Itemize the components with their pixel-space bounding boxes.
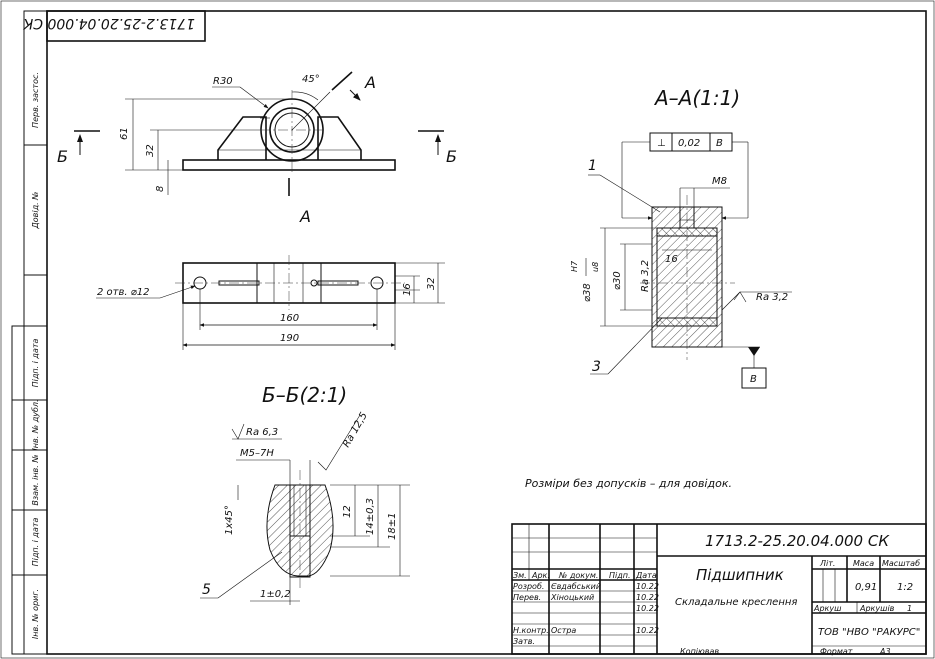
general-note: Розміри без допусків – для довідок. (525, 477, 732, 490)
tolerance-value: 0,02 (678, 138, 700, 149)
angle-label: 45° (302, 74, 320, 85)
scale-label: Масштаб (882, 559, 920, 568)
plan-view: 2 отв. ⌀12 160 190 16 32 (96, 255, 445, 350)
row-date-2: 10.22 (636, 604, 659, 613)
organization: ТОВ "НВО "РАКУРС" (818, 627, 920, 638)
lit-label: Літ. (819, 559, 835, 568)
leader-3: 3 (592, 359, 601, 375)
sheet-label: Аркуш (813, 604, 842, 613)
fit-h7: H7 (570, 260, 579, 272)
fit-u8: u8 (591, 262, 600, 272)
ra125-label: Ra 12,5 (341, 411, 370, 450)
dim-d30: ⌀30 (612, 271, 623, 290)
r30-label: R30 (213, 76, 233, 87)
col-header-sheet: Арк. (531, 571, 550, 580)
section-aa-title: А–А(1:1) (653, 86, 740, 110)
row-date-3: 10.22 (636, 626, 659, 635)
row-role-3: Н.контр. (513, 626, 549, 635)
dim-d38: ⌀38 (582, 283, 593, 302)
row-name-0: Євдабський (551, 582, 601, 591)
col-header-doc-no: № докум. (558, 571, 598, 580)
row-name-3: Остра (551, 626, 576, 635)
ra32-outer: Ra 3,2 (756, 292, 788, 303)
product-name: Підшипник (696, 566, 784, 584)
col-header-sign: Підп. (609, 571, 631, 580)
side-label-sign-date-1: Підп. і дата (31, 338, 40, 387)
col-header-date: Дата (635, 571, 657, 580)
dim-61: 61 (119, 127, 130, 140)
dim-1-bb: 1±0,2 (260, 589, 291, 600)
ra32-inner: Ra 3,2 (640, 260, 651, 292)
doc-code-rotated: 1713.2-25.20.04.000 СК (22, 15, 195, 31)
row-role-4: Затв. (513, 637, 535, 646)
tolerance-base: В (716, 138, 723, 149)
leader-1: 1 (588, 158, 597, 174)
dim-16-plan: 16 (402, 283, 413, 296)
side-label-repl-inv: Взам. інв. № (31, 454, 40, 505)
section-bb-title: Б–Б(2:1) (262, 383, 347, 407)
row-name-1: Хіноцький (550, 593, 594, 602)
mass-label: Маса (853, 559, 874, 568)
dim-32-front: 32 (145, 144, 156, 157)
side-label-orig-inv: Інв. № ориг. (31, 589, 40, 639)
section-a-mark-bottom: А (299, 207, 311, 226)
sheets-value: 1 (907, 604, 912, 613)
side-label-sign-date-2: Підп. і дата (31, 517, 40, 566)
side-label-dup-inv: Інв. № дубл. (31, 399, 40, 450)
dim-14-bb: 14±0,3 (365, 498, 376, 535)
doc-type: Складальне креслення (675, 597, 797, 608)
dim-8: 8 (155, 186, 166, 192)
holes-label: 2 отв. ⌀12 (97, 287, 149, 298)
dim-160: 160 (280, 313, 299, 324)
row-date-0: 10.22 (636, 582, 659, 591)
dim-32-plan: 32 (426, 277, 437, 290)
format-label: Формат (820, 647, 853, 656)
side-label-first-use: Перв. застос. (31, 72, 40, 128)
col-header-change: Зм. (513, 571, 527, 580)
side-label-ref-no: Довід. № (31, 191, 40, 229)
row-role-1: Перев. (513, 593, 541, 602)
chamfer-label: 1x45° (224, 505, 235, 535)
designation: 1713.2-25.20.04.000 СК (705, 532, 890, 550)
row-role-0: Розроб. (513, 582, 544, 591)
m8-label: М8 (712, 176, 727, 187)
sheets-label: Аркушів (859, 604, 895, 613)
base-b-label: В (750, 374, 757, 385)
tolerance-symbol: ⊥ (657, 138, 666, 149)
dim-12-bb: 12 (342, 505, 353, 518)
side-labels: Перв. застос. Довід. № Підп. і дата Інв.… (31, 72, 40, 639)
section-a-mark-top: А (364, 73, 376, 92)
front-view: R30 45° А А Б Б 61 32 8 (57, 71, 457, 226)
section-b-mark-left: Б (57, 147, 68, 166)
leader-5: 5 (202, 582, 211, 598)
ra63-label: Ra 6,3 (246, 427, 278, 438)
scale-value: 1:2 (897, 582, 913, 593)
row-date-1: 10.22 (636, 593, 659, 602)
mass-value: 0,91 (855, 582, 877, 593)
section-aa: А–А(1:1) ⊥ 0,02 В М8 16 Ra 3,2 (570, 86, 792, 389)
dim-16-aa: 16 (665, 254, 678, 265)
m5-label: М5–7Н (240, 448, 274, 459)
section-b-mark-right: Б (446, 147, 457, 166)
copied-label: Копіював (680, 647, 719, 656)
section-bb: Б–Б(2:1) Ra 6,3 Ra 12,5 М5–7Н 1x45° 12 1… (200, 383, 410, 605)
title-block: Зм. Арк. № докум. Підп. Дата Розроб. Євд… (511, 523, 927, 655)
format-value: А3 (879, 647, 891, 656)
dim-190: 190 (280, 333, 299, 344)
dim-18-bb: 18±1 (387, 513, 398, 540)
